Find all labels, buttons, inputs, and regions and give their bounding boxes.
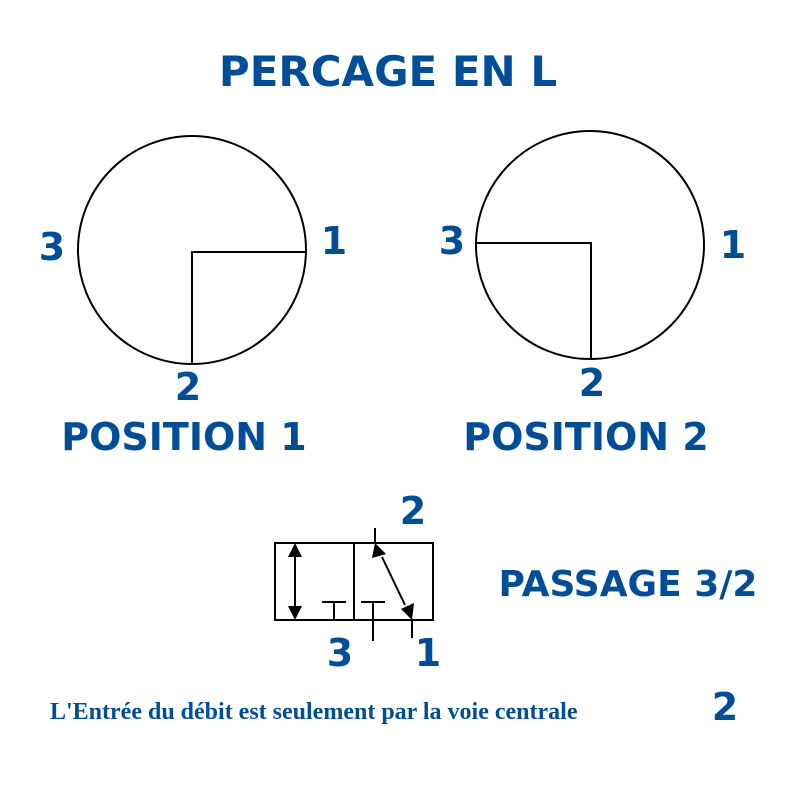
position-1-port-1: 1 — [321, 219, 347, 263]
position-2-group: 3 1 2 POSITION 2 — [439, 130, 746, 459]
position-2-label: POSITION 2 — [463, 415, 709, 459]
position-2-port-3: 3 — [439, 219, 465, 263]
right-cell-arrowhead-bottom — [401, 603, 414, 620]
position-2-port-2: 2 — [579, 361, 605, 405]
position-1-port-2: 2 — [175, 365, 201, 409]
diagram-title: PERCAGE EN L — [219, 47, 557, 96]
valve-port-2: 2 — [400, 489, 426, 533]
position-2-l-bore — [476, 242, 592, 359]
valve-port-1: 1 — [415, 631, 441, 675]
position-1-group: 3 1 2 POSITION 1 — [39, 135, 347, 459]
left-cell-arrowhead-down — [288, 606, 302, 620]
position-1-l-bore — [191, 251, 306, 364]
position-1-label: POSITION 1 — [61, 415, 307, 459]
right-cell-diagonal-arrow — [381, 556, 406, 606]
position-2-port-1: 1 — [720, 223, 746, 267]
left-cell-arrowhead-up — [288, 543, 302, 557]
flow-note-port: 2 — [712, 685, 738, 729]
valve-port-3: 3 — [327, 631, 353, 675]
right-cell-arrowhead-top — [372, 543, 386, 558]
valve-type-label: PASSAGE 3/2 — [499, 564, 758, 605]
position-1-port-3: 3 — [39, 225, 65, 269]
flow-note: L'Entrée du débit est seulement par la v… — [50, 699, 578, 725]
valve-3-2-symbol: 2 3 1 — [274, 489, 441, 675]
